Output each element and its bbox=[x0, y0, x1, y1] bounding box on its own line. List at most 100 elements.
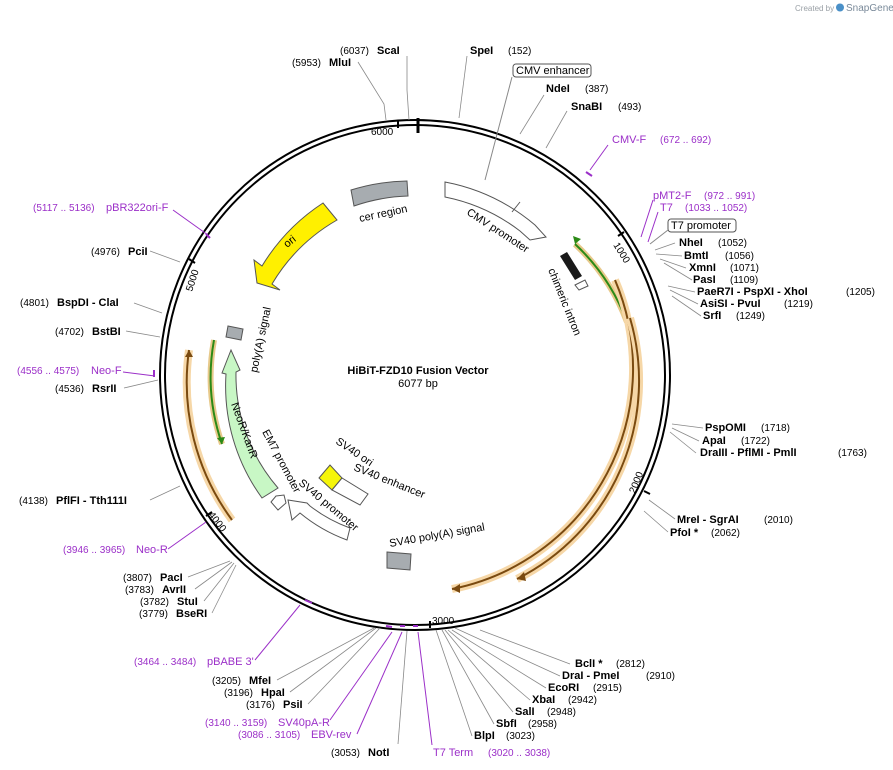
leader-ndei bbox=[519, 94, 545, 135]
enzyme-name-spei[interactable]: SpeI bbox=[470, 45, 493, 57]
sv40-enhancer-box[interactable] bbox=[331, 477, 369, 506]
backbone-outer bbox=[159, 119, 671, 631]
enzyme-name-ndei[interactable]: NdeI bbox=[546, 83, 570, 95]
enzyme-name-pspomi[interactable]: PspOMI bbox=[705, 422, 746, 434]
enzyme-leaders bbox=[123, 55, 704, 745]
orf-arc-left[interactable] bbox=[185, 349, 233, 521]
primer-name-pbabe3[interactable]: pBABE 3' bbox=[207, 656, 254, 668]
primer-name-pbr322ori-f[interactable]: pBR322ori-F bbox=[106, 202, 169, 214]
cmv-enhancer-box[interactable] bbox=[512, 63, 592, 78]
orf-arc-inner-head bbox=[517, 572, 526, 581]
enzyme-name-bcli[interactable]: BclI * bbox=[575, 658, 603, 670]
leader-t7 bbox=[647, 211, 659, 243]
primer-range-pmt2-f: (972 .. 991) bbox=[704, 191, 755, 202]
cer-region-label: cer region bbox=[358, 203, 408, 225]
enzyme-name-rsrii[interactable]: RsrII bbox=[92, 383, 116, 395]
enzyme-pos-pfoi: (2062) bbox=[711, 528, 740, 539]
leader-neo-r bbox=[167, 521, 207, 550]
leader-avrii bbox=[194, 561, 233, 590]
leader-rsrii bbox=[123, 379, 159, 389]
enzyme-name-clai[interactable]: BspDI - ClaI bbox=[57, 297, 119, 309]
enzyme-name-hpai[interactable]: HpaI bbox=[261, 687, 285, 699]
neor-arrow[interactable] bbox=[221, 348, 279, 499]
leader-pcii bbox=[149, 250, 181, 263]
primer-name-neo-f[interactable]: Neo-F bbox=[91, 365, 122, 377]
primer-name-t7-term[interactable]: T7 Term bbox=[433, 747, 473, 759]
enzyme-name-scai[interactable]: ScaI bbox=[377, 45, 400, 57]
enzyme-name-mlui[interactable]: MluI bbox=[329, 57, 351, 69]
enzyme-name-bseri[interactable]: BseRI bbox=[176, 608, 207, 620]
enzyme-pos-xmni: (1071) bbox=[730, 263, 759, 274]
enzyme-pos-scai: (6037) bbox=[340, 46, 369, 57]
enzyme-pos-mfei: (3205) bbox=[212, 676, 241, 687]
enzyme-name-apai[interactable]: ApaI bbox=[702, 435, 726, 447]
cmv-enhancer-leader bbox=[484, 76, 513, 181]
enzyme-name-xbai[interactable]: XbaI bbox=[532, 694, 555, 706]
enzyme-pos-srfi: (1249) bbox=[736, 311, 765, 322]
enzyme-name-sbfi[interactable]: SbfI bbox=[496, 718, 517, 730]
enzyme-name-xhoi[interactable]: PaeR7I - PspXI - XhoI bbox=[697, 286, 808, 298]
enzyme-name-blpi[interactable]: BlpI bbox=[474, 730, 495, 742]
hsv-polya-box[interactable] bbox=[225, 325, 244, 341]
enzyme-name-ecori[interactable]: EcoRI bbox=[548, 682, 579, 694]
enzyme-name-snabi[interactable]: SnaBI bbox=[571, 101, 602, 113]
enzyme-pos-xhoi: (1205) bbox=[846, 287, 875, 298]
tick-mark-5000 bbox=[188, 258, 196, 264]
enzyme-name-sgrai[interactable]: MreI - SgrAI bbox=[677, 514, 739, 526]
orf-arc-inner[interactable] bbox=[516, 317, 641, 580]
primer-name-cmv-f[interactable]: CMV-F bbox=[612, 134, 647, 146]
enzyme-pos-xbai: (2942) bbox=[568, 695, 597, 706]
enzyme-name-bstbi[interactable]: BstBI bbox=[92, 326, 121, 338]
sv40-promoter-arrow[interactable] bbox=[287, 499, 351, 541]
enzyme-name-bmti[interactable]: BmtI bbox=[684, 250, 708, 262]
primer-range-neo-f: (4556 .. 4575) bbox=[17, 366, 79, 377]
enzyme-name-stui[interactable]: StuI bbox=[177, 596, 198, 608]
leader-noti bbox=[397, 630, 408, 745]
tick-mark-1000 bbox=[617, 231, 625, 237]
enzyme-name-psii[interactable]: PsiI bbox=[283, 699, 303, 711]
enzyme-name-tth111i[interactable]: PflFI - Tth111I bbox=[56, 495, 127, 507]
enzyme-pos-paci: (3807) bbox=[123, 573, 152, 584]
t7-promoter-box[interactable] bbox=[667, 218, 737, 233]
primer-name-ebv-rev[interactable]: EBV-rev bbox=[311, 729, 352, 741]
chimeric-intron-bar[interactable] bbox=[560, 252, 582, 280]
enzyme-pos-ndei: (387) bbox=[585, 84, 608, 95]
enzyme-name-pfoi[interactable]: PfoI * bbox=[670, 527, 699, 539]
primer-name-neo-r[interactable]: Neo-R bbox=[136, 544, 168, 556]
tick-label-3000: 3000 bbox=[432, 616, 455, 627]
primer-name-t7[interactable]: T7 bbox=[660, 202, 673, 214]
enzyme-name-nhei[interactable]: NheI bbox=[679, 237, 703, 249]
chimeric-intron-small bbox=[574, 279, 589, 291]
em7-promoter-arrow[interactable] bbox=[270, 494, 287, 511]
primer-name-pmt2-f[interactable]: pMT2-F bbox=[653, 190, 692, 202]
enzyme-name-pmli[interactable]: DraIII - PflMI - PmlI bbox=[700, 447, 797, 459]
enzyme-name-avrii[interactable]: AvrII bbox=[162, 584, 186, 596]
enzyme-name-sali[interactable]: SalI bbox=[515, 706, 535, 718]
primer-name-sv40pa-r[interactable]: SV40pA-R bbox=[278, 717, 330, 729]
cer-region-box[interactable] bbox=[350, 180, 409, 207]
enzyme-name-xmni[interactable]: XmnI bbox=[689, 262, 716, 274]
cmv-promoter-arrow[interactable] bbox=[444, 181, 547, 241]
leader-xbai bbox=[447, 629, 531, 701]
enzyme-name-mfei[interactable]: MfeI bbox=[249, 675, 271, 687]
enzyme-pos-blpi: (3023) bbox=[506, 731, 535, 742]
leader-hpai bbox=[289, 627, 377, 693]
primer-labels: CMV-F (672 .. 692) pMT2-F (972 .. 991) T… bbox=[17, 134, 755, 759]
leader-xhoi bbox=[667, 285, 696, 293]
enzyme-name-pasi[interactable]: PasI bbox=[693, 274, 716, 286]
enzyme-name-noti[interactable]: NotI bbox=[368, 747, 389, 759]
leader-scai bbox=[406, 56, 410, 121]
enzyme-name-drai[interactable]: DraI - PmeI bbox=[562, 670, 619, 682]
leader-mlui bbox=[357, 61, 387, 121]
enzyme-name-pcii[interactable]: PciI bbox=[128, 246, 148, 258]
leader-ebv-rev bbox=[356, 631, 403, 735]
enzyme-pos-bmti: (1056) bbox=[725, 251, 754, 262]
enzyme-name-pvui[interactable]: AsiSI - PvuI bbox=[700, 298, 761, 310]
enzyme-name-paci[interactable]: PacI bbox=[160, 572, 183, 584]
enzyme-name-srfi[interactable]: SrfI bbox=[703, 310, 721, 322]
enzyme-pos-pspomi: (1718) bbox=[761, 423, 790, 434]
sv40-polya-box[interactable] bbox=[386, 551, 412, 571]
watermark-prefix: Created by bbox=[795, 4, 834, 13]
ori-arrow[interactable] bbox=[253, 202, 338, 291]
mark-cmv-f bbox=[585, 171, 593, 177]
